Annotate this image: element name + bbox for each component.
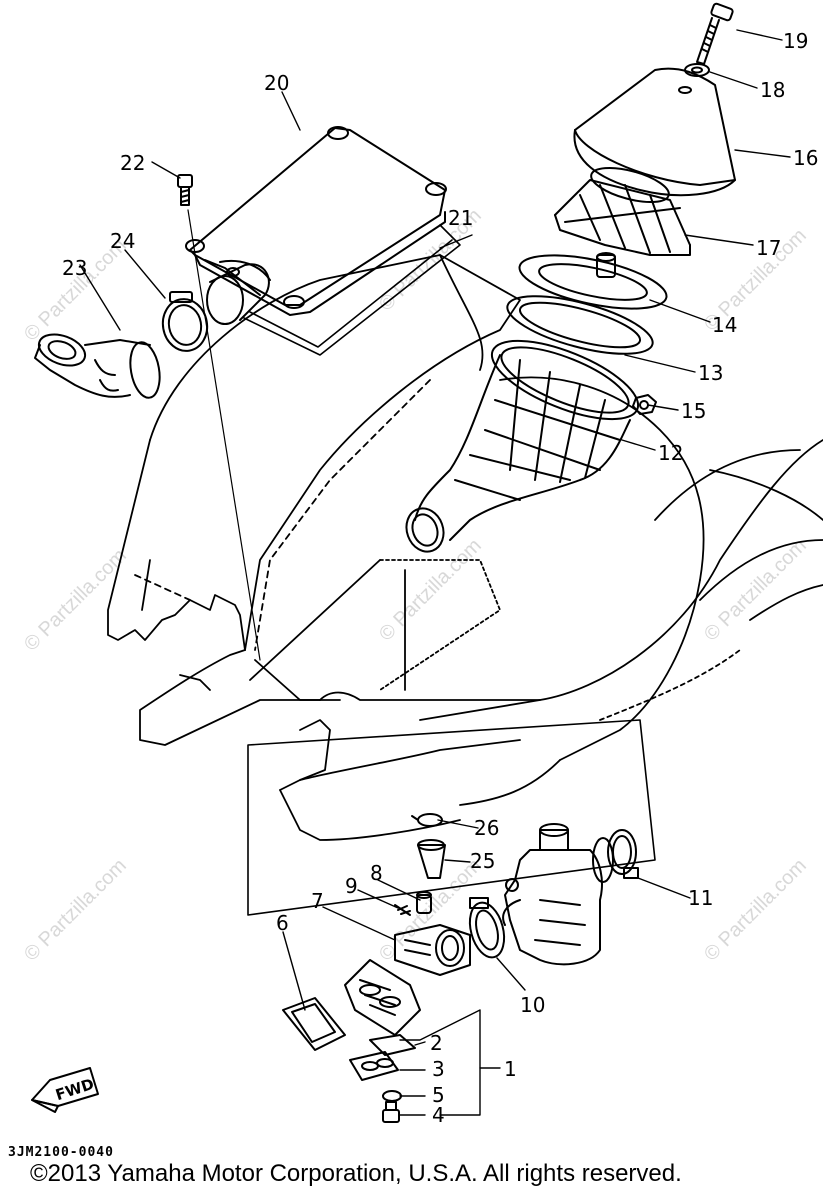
part-12-intake-duct	[405, 339, 640, 553]
callout-8: 8	[370, 861, 383, 885]
part-19-bolt	[696, 2, 734, 65]
callout-1: 1	[504, 1057, 517, 1081]
callout-6: 6	[276, 911, 289, 935]
callout-14: 14	[712, 313, 737, 337]
fwd-arrow-icon: FWD	[31, 1067, 99, 1113]
part-11-clamp	[607, 829, 639, 879]
part-17-grid	[554, 166, 691, 256]
callout-11: 11	[688, 886, 713, 910]
copyright-notice: ©2013 Yamaha Motor Corporation, U.S.A. A…	[30, 1160, 682, 1187]
callout-21: 21	[448, 206, 473, 230]
callout-4: 4	[432, 1103, 445, 1127]
part-21-gasket	[243, 224, 461, 356]
part-3-reed	[349, 1051, 399, 1081]
part-6-gasket	[282, 997, 346, 1051]
diagram-code: 3JM2100-0040	[8, 1145, 114, 1160]
callout-9: 9	[345, 874, 358, 898]
callout-23: 23	[62, 256, 87, 280]
part-8-fitting	[416, 891, 432, 914]
part-14-plate	[518, 252, 668, 310]
callout-17: 17	[756, 236, 781, 260]
callout-13: 13	[698, 361, 723, 385]
callout-24: 24	[110, 229, 135, 253]
callout-20: 20	[264, 71, 289, 95]
callout-22: 22	[120, 151, 145, 175]
callout-7: 7	[311, 889, 324, 913]
part-24-clamp	[161, 291, 209, 352]
hull-body-outline	[107, 254, 823, 841]
part-15-nut	[632, 394, 657, 415]
callout-16: 16	[793, 146, 818, 170]
part-26-clip	[411, 813, 443, 827]
cover-intake-pipe	[206, 263, 270, 325]
part-2-stopper	[369, 1034, 416, 1056]
callout-25: 25	[470, 849, 495, 873]
part-10-clamp	[468, 897, 506, 959]
callout-19: 19	[783, 29, 808, 53]
part-carburetor	[502, 823, 614, 966]
part-4-screw	[382, 1101, 400, 1123]
callout-10: 10	[520, 993, 545, 1017]
callout-26: 26	[474, 816, 499, 840]
part-16-cone-cover	[573, 67, 736, 197]
exploded-view: FWD 20 22 21 24 23 19 18 16 17 14 13 15 …	[31, 2, 823, 1127]
callout-12: 12	[658, 441, 683, 465]
part-5-washer	[382, 1090, 402, 1102]
leader-lines-inset	[282, 819, 691, 1116]
part-18-washer	[684, 63, 710, 77]
part-25-hose	[417, 839, 446, 879]
callout-3: 3	[432, 1057, 445, 1081]
carburetor-inset-frame	[247, 719, 656, 916]
part-22-bolt	[177, 174, 193, 206]
part-reed-valve	[344, 959, 421, 1036]
callout-numbers: 20 22 21 24 23 19 18 16 17 14 13 15 12 2…	[62, 29, 818, 1127]
callout-5: 5	[432, 1083, 445, 1107]
callout-2: 2	[430, 1031, 443, 1055]
part-23-intake-elbow	[34, 333, 161, 399]
callout-15: 15	[681, 399, 706, 423]
part-9-screw	[394, 904, 411, 916]
leader-lines	[79, 29, 791, 661]
part-13-gasket	[506, 295, 654, 355]
callout-18: 18	[760, 78, 785, 102]
part-7-manifold	[394, 924, 471, 976]
fwd-label: FWD	[53, 1075, 96, 1104]
